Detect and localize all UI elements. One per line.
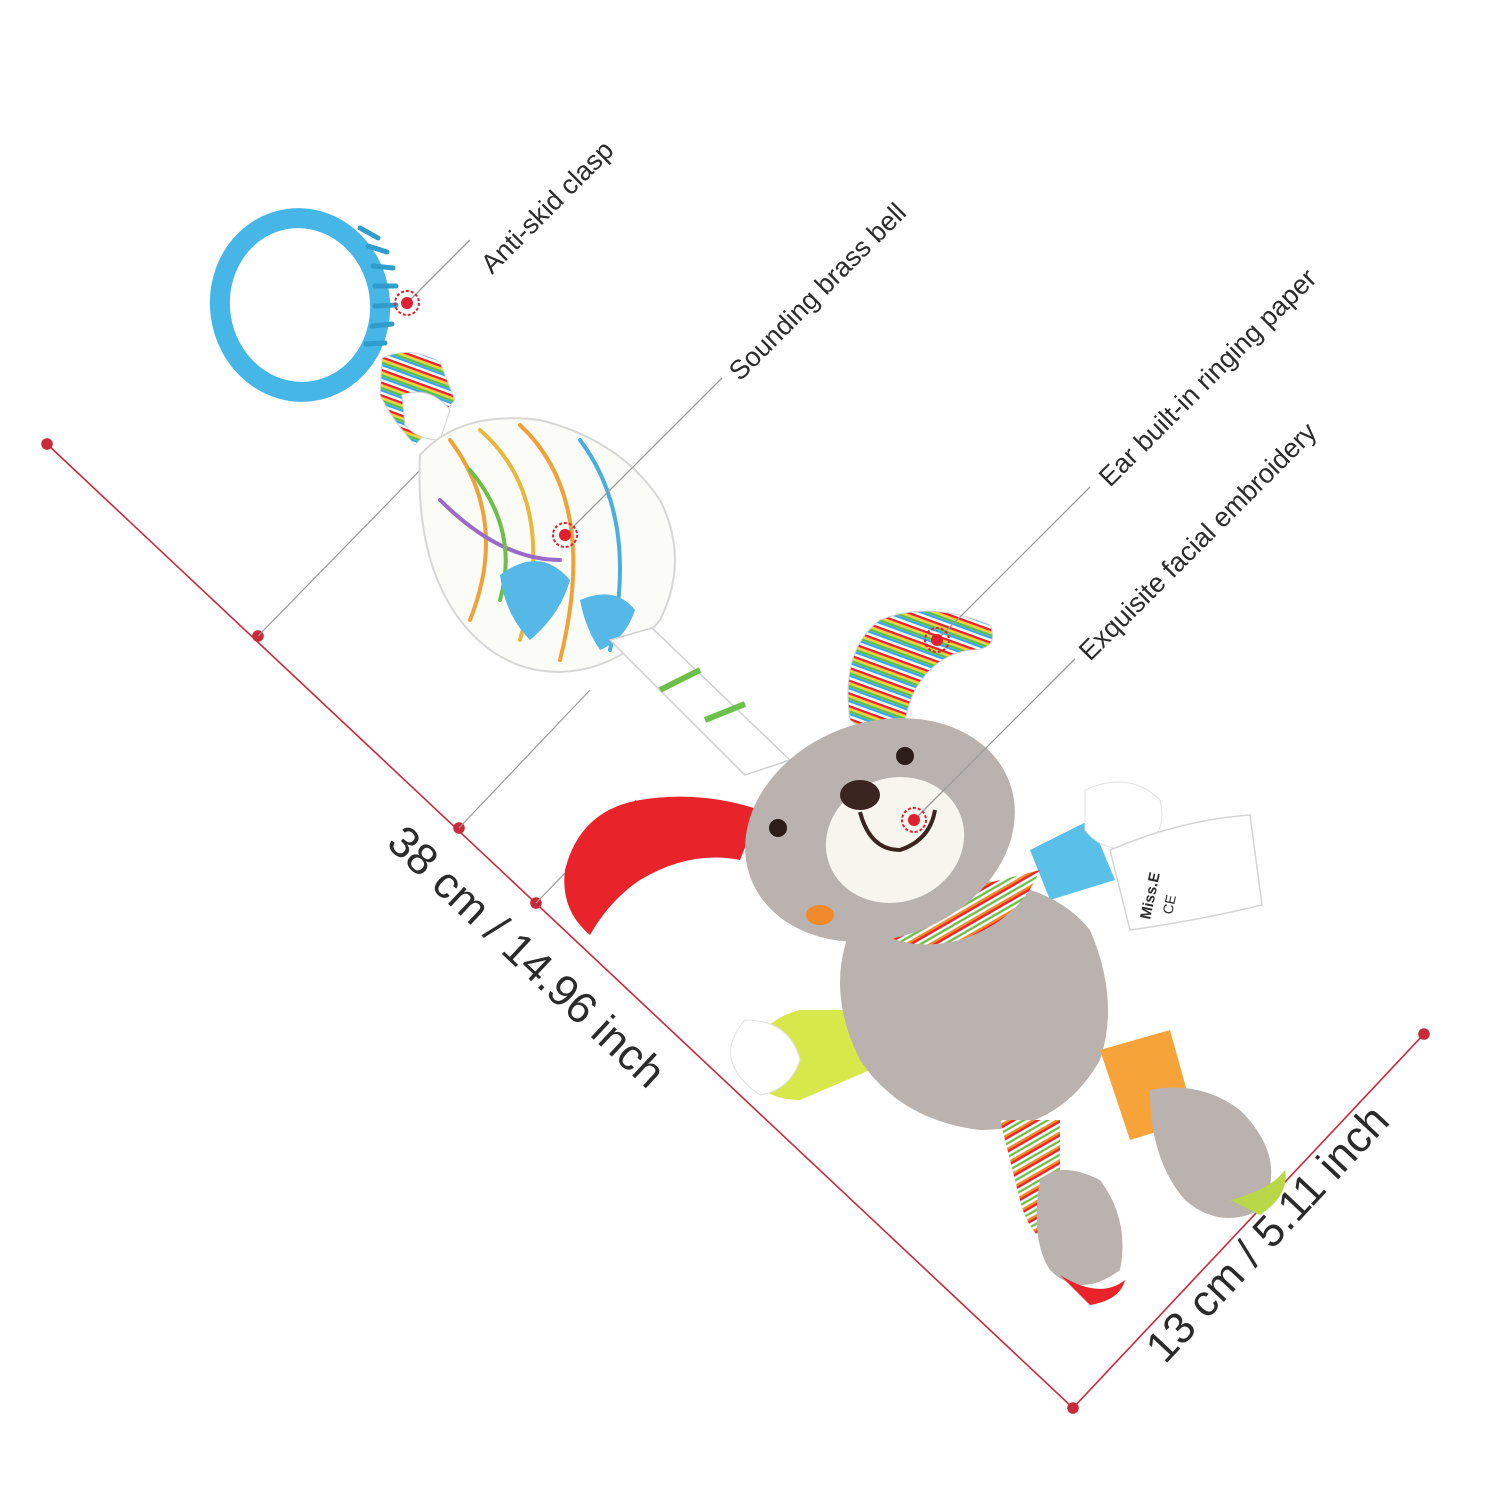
callout-sounding-brass-bell: Sounding brass bell (723, 197, 912, 386)
red-ear (564, 796, 760, 935)
care-label-tag: Miss.E CE (1109, 814, 1263, 931)
marker-ear (924, 627, 950, 653)
dog-plush: Miss.E CE (564, 610, 1286, 1305)
dimension-endpoint (1418, 1028, 1430, 1040)
callout-markers (394, 290, 950, 833)
callout-anti-skid-clasp: Anti-skid clasp (475, 135, 619, 279)
nose (840, 780, 880, 810)
marker-bell (552, 522, 578, 548)
marker-face (901, 807, 927, 833)
marker-clasp (394, 290, 420, 316)
dimension-endpoint (1067, 1402, 1079, 1414)
callout-leaders (406, 239, 1091, 821)
label-marks: CE (1159, 893, 1179, 915)
sounding-brass-bell (418, 417, 676, 674)
anti-skid-clasp (209, 208, 399, 402)
eye (769, 819, 787, 837)
width-dimension-line (1072, 1033, 1425, 1409)
ribbon-strap (608, 627, 792, 776)
fabric-knot (379, 351, 456, 446)
eye (896, 747, 914, 765)
length-dimension-line (46, 443, 1074, 1409)
dimension-endpoint (41, 438, 53, 450)
